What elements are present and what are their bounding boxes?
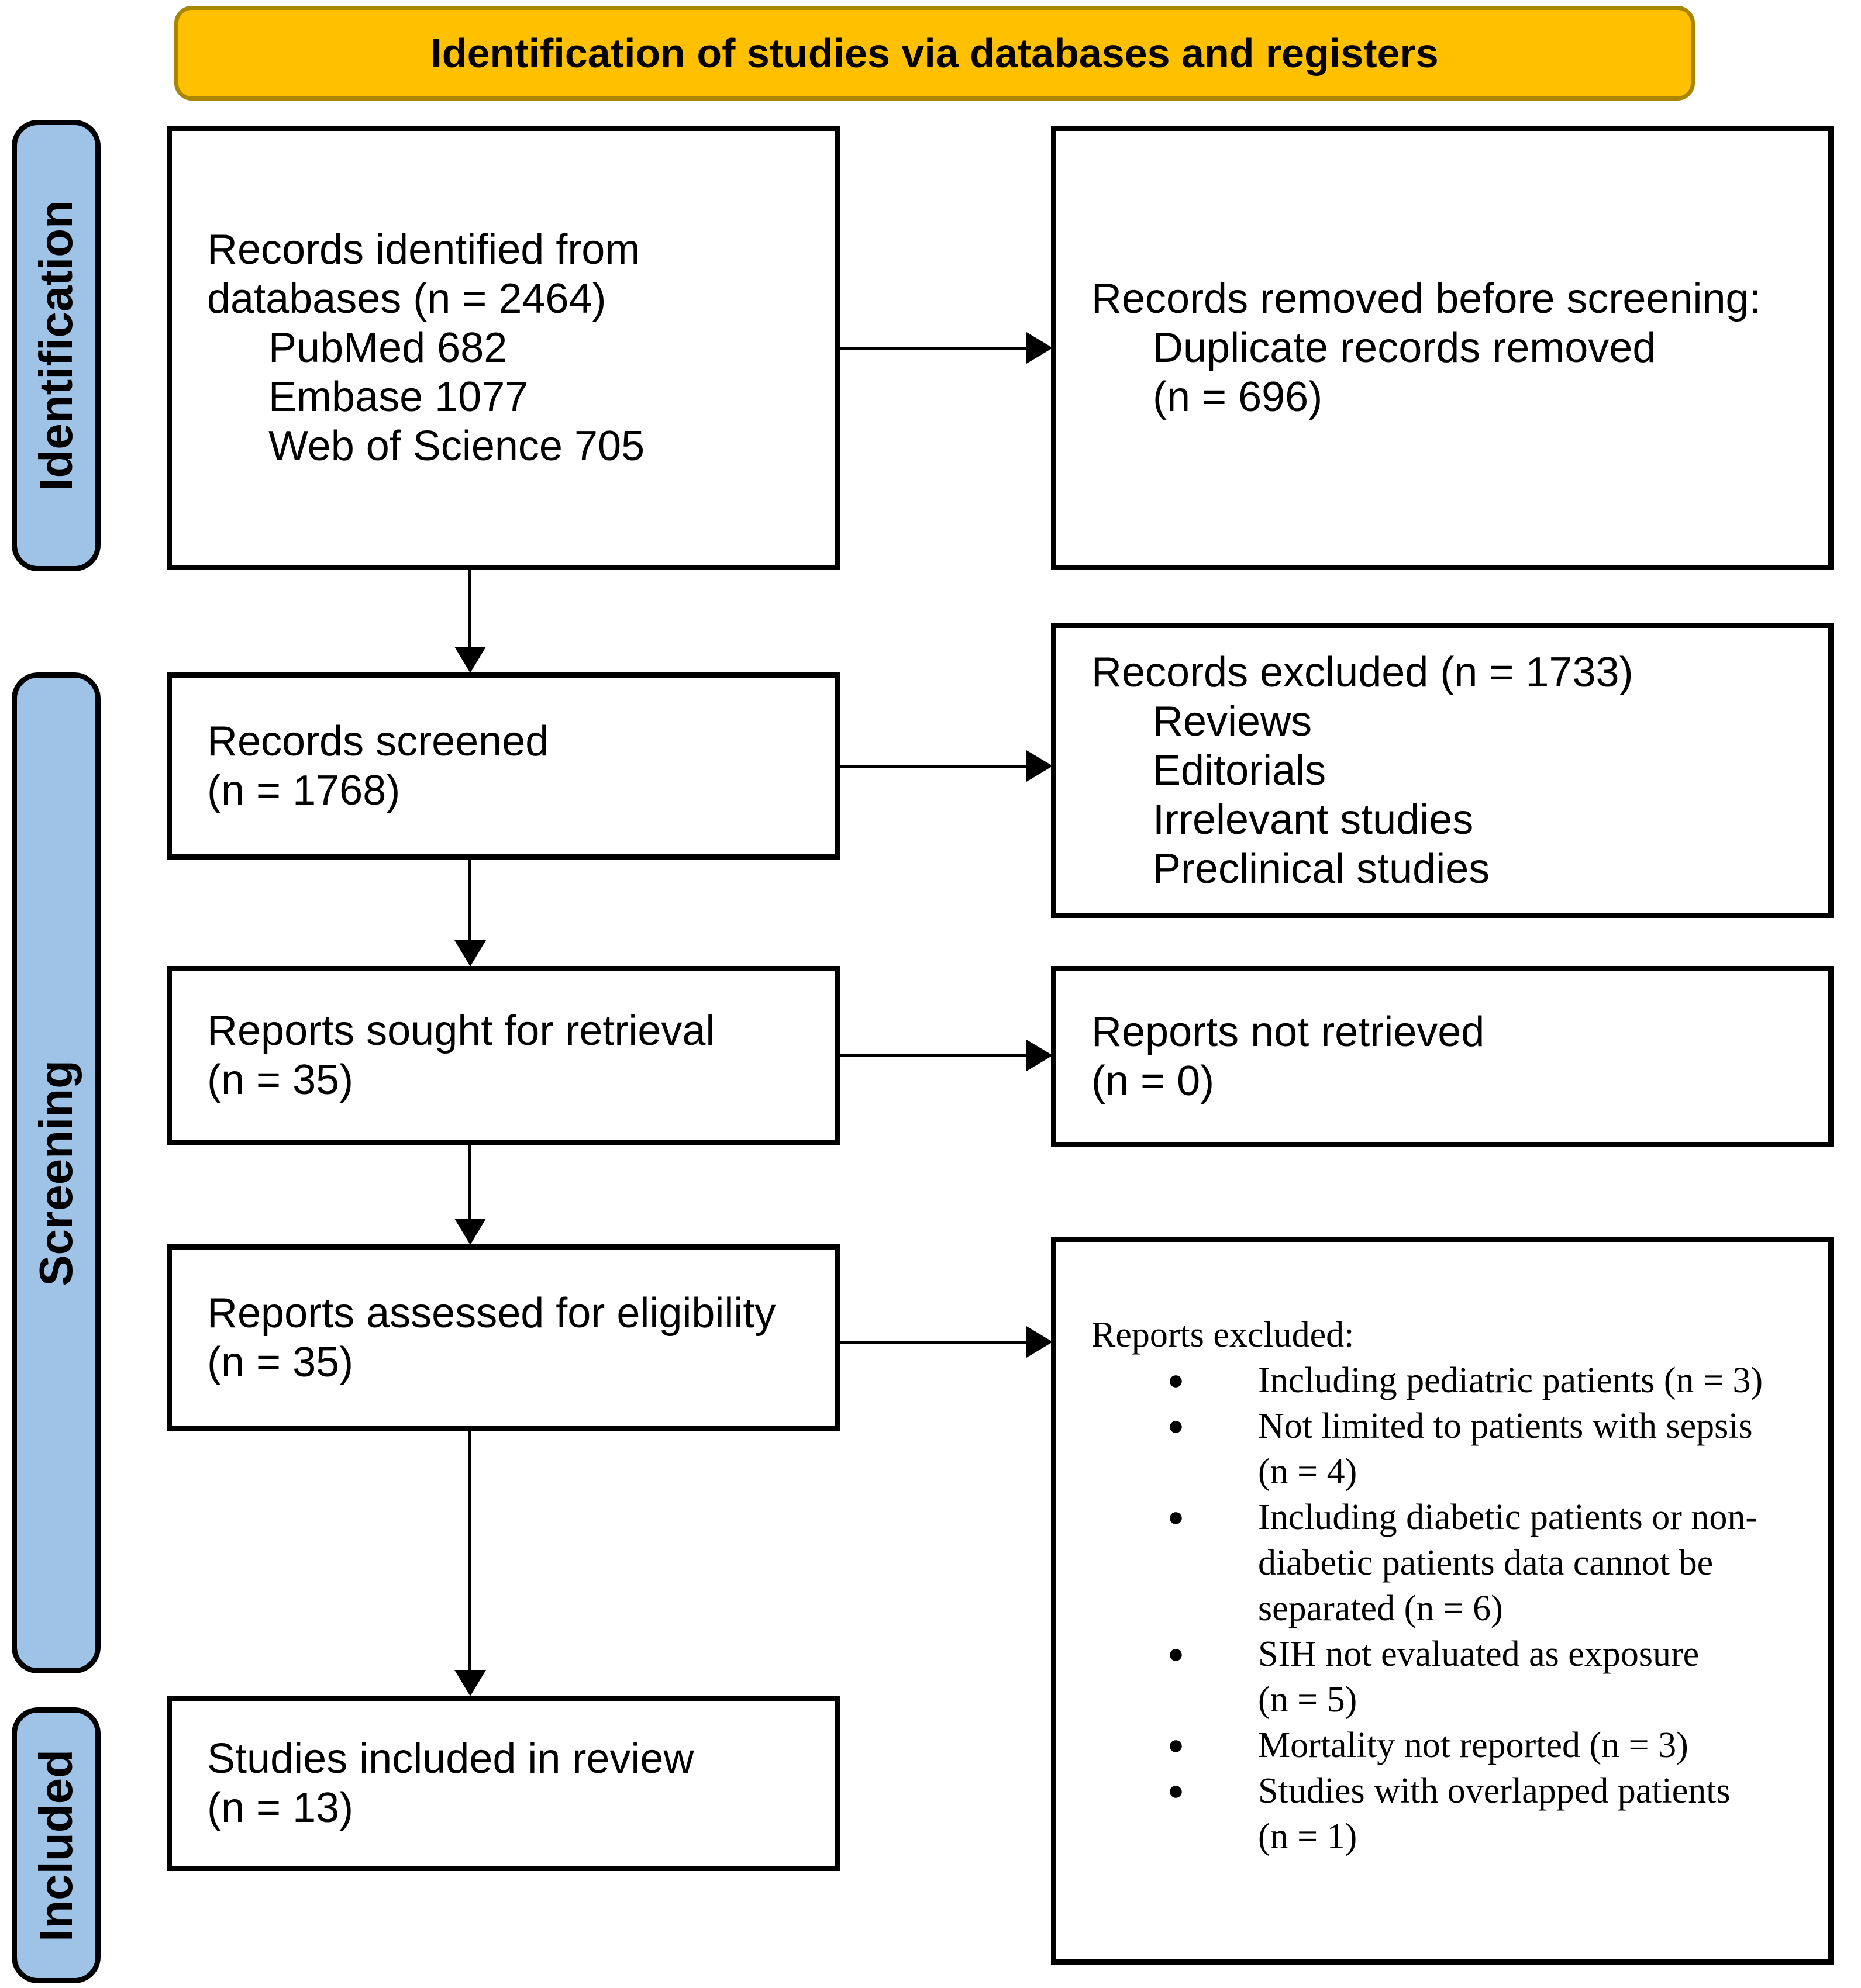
box-studies-included: Studies included in review(n = 13) [167, 1696, 840, 1871]
stage-label-screening: Screening [12, 672, 101, 1673]
box-reports-not-retrieved: Reports not retrieved(n = 0) [1051, 966, 1834, 1147]
box-text: Reports assessed for eligibility(n = 35) [207, 1289, 776, 1387]
arrow-identified-to-screened-head-icon [454, 647, 486, 673]
arrow-screened-to-excluded-line [840, 765, 1029, 768]
arrow-assessed-to-reportsexcluded-line [840, 1341, 1029, 1344]
bullet-text: Not limited to patients with sepsis (n =… [1258, 1406, 1753, 1492]
arrow-screened-to-sought-line [468, 860, 471, 943]
header-title: Identification of studies via databases … [430, 30, 1439, 76]
reports-excluded-title: Reports excluded: [1091, 1315, 1355, 1355]
box-reports-excluded: Reports excluded: ● Including pediatric p… [1051, 1237, 1834, 1965]
arrow-assessed-to-included-line [468, 1431, 471, 1672]
box-text: Reports excluded: ● Including pediatric p… [1056, 1312, 1763, 1859]
box-text-line: Preclinical studies [1153, 845, 1490, 892]
stage-label-text: Included [30, 1749, 82, 1942]
bullet-text: SIH not evaluated as exposure (n = 5) [1258, 1634, 1700, 1720]
arrow-identified-to-removed-head-icon [1026, 332, 1053, 364]
box-text-line: Records screened [207, 718, 549, 765]
box-text: Studies included in review(n = 13) [207, 1734, 694, 1832]
box-reports-assessed: Reports assessed for eligibility(n = 35) [167, 1244, 840, 1431]
bullet-text: Studies with overlapped patients (n = 1) [1258, 1771, 1731, 1856]
box-text-line: (n = 35) [207, 1339, 354, 1386]
arrow-sought-to-assessed-line [468, 1145, 471, 1221]
box-text-line: (n = 35) [207, 1057, 354, 1103]
bullet-text: Including diabetic patients or non- diab… [1258, 1497, 1757, 1628]
reports-excluded-bullet-list: ● Including pediatric patients (n = 3) ● No… [1056, 1358, 1763, 1859]
box-text-line: Records identified from [207, 226, 640, 273]
arrow-sought-to-notretrieved-line [840, 1054, 1029, 1057]
box-text-line: Reports not retrieved [1091, 1009, 1485, 1055]
bullet-item: ● Not limited to patients with sepsis (n … [1167, 1403, 1763, 1495]
box-text-line: (n = 0) [1091, 1058, 1215, 1105]
box-text-line: Studies included in review [207, 1735, 694, 1782]
bullet-item: ● Including pediatric patients (n = 3) [1167, 1358, 1763, 1403]
bullet-item: ● Mortality not reported (n = 3) [1167, 1723, 1763, 1768]
arrow-identified-to-screened-line [468, 570, 471, 649]
stage-label-included: Included [12, 1707, 101, 1983]
box-text-line: Reviews [1153, 698, 1312, 745]
box-reports-sought: Reports sought for retrieval(n = 35) [167, 966, 840, 1145]
box-text: Reports not retrieved(n = 0) [1091, 1007, 1484, 1106]
header-banner: Identification of studies via databases … [174, 6, 1695, 101]
box-text-line: Records excluded (n = 1733) [1091, 648, 1633, 696]
stage-label-text: Identification [30, 200, 82, 491]
bullet-dot-icon: ● [1167, 1775, 1184, 1806]
bullet-dot-icon: ● [1167, 1410, 1184, 1441]
box-text: Records screened(n = 1768) [207, 717, 549, 815]
arrow-sought-to-assessed-head-icon [454, 1219, 486, 1245]
bullet-item: ● Studies with overlapped patients (n = 1… [1167, 1768, 1763, 1859]
box-text-line: Reports assessed for eligibility [207, 1290, 776, 1337]
box-records-screened: Records screened(n = 1768) [167, 672, 840, 860]
stage-label-text: Screening [30, 1059, 82, 1286]
box-text-line: Web of Science 705 [268, 423, 645, 470]
box-text-line: Embase 1077 [268, 374, 529, 420]
box-text-line: PubMed 682 [268, 325, 508, 371]
box-text-line: (n = 696) [1153, 374, 1323, 420]
box-text-line: Irrelevant studies [1153, 796, 1474, 843]
arrow-assessed-to-reportsexcluded-head-icon [1026, 1326, 1053, 1358]
bullet-dot-icon: ● [1167, 1502, 1184, 1533]
box-text: Reports sought for retrieval(n = 35) [207, 1006, 715, 1105]
box-text-line: (n = 13) [207, 1785, 354, 1831]
bullet-dot-icon: ● [1167, 1365, 1184, 1396]
box-records-removed: Records removed before screening:Duplica… [1051, 126, 1834, 570]
box-text-line: (n = 1768) [207, 767, 401, 814]
box-text-line: Reports sought for retrieval [207, 1007, 715, 1054]
bullet-text: Including pediatric patients (n = 3) [1258, 1361, 1763, 1400]
arrow-screened-to-sought-head-icon [454, 940, 486, 967]
bullet-dot-icon: ● [1167, 1730, 1184, 1761]
arrow-assessed-to-included-head-icon [454, 1670, 486, 1696]
bullet-dot-icon: ● [1167, 1638, 1184, 1669]
arrow-identified-to-removed-line [840, 347, 1029, 350]
bullet-item: ● Including diabetic patients or non- dia… [1167, 1495, 1763, 1631]
box-text-line: databases (n = 2464) [207, 275, 606, 322]
box-text: Records removed before screening:Duplica… [1091, 274, 1761, 422]
bullet-item: ● SIH not evaluated as exposure (n = 5) [1167, 1631, 1763, 1723]
box-text-line: Editorials [1153, 747, 1326, 794]
box-text-line: Duplicate records removed [1153, 325, 1656, 371]
arrow-sought-to-notretrieved-head-icon [1026, 1040, 1053, 1071]
stage-label-identification: Identification [12, 120, 101, 571]
bullet-text: Mortality not reported (n = 3) [1258, 1725, 1688, 1765]
arrow-screened-to-excluded-head-icon [1026, 750, 1053, 782]
box-text-line: Records removed before screening: [1091, 275, 1761, 322]
